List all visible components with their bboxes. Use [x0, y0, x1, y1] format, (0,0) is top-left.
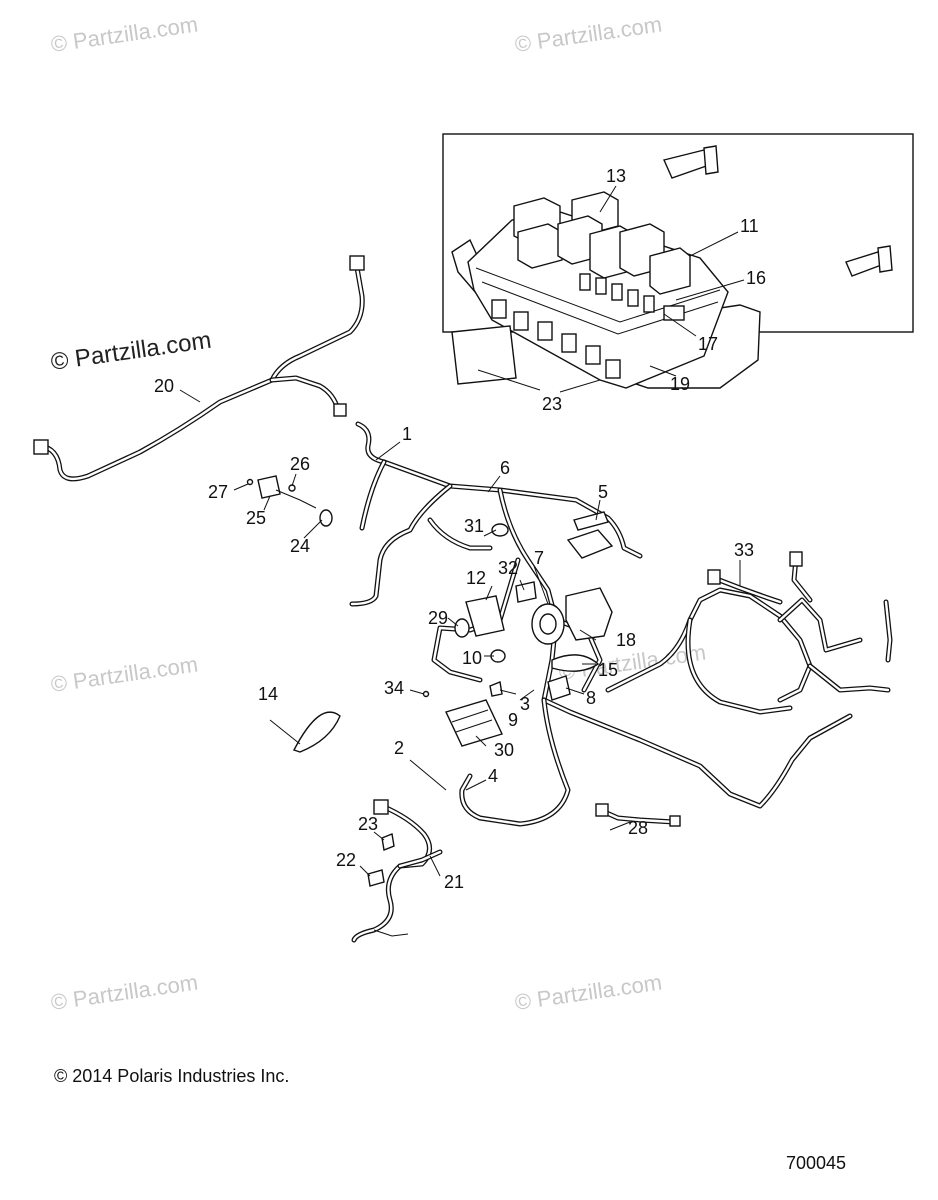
callout-2: 2: [394, 738, 404, 758]
watermark: © Partzilla.com: [513, 12, 663, 57]
callout-23-lower: 23: [358, 814, 378, 834]
harness-21: [351, 799, 443, 943]
fuse-row: [579, 273, 685, 321]
callout-11: 11: [740, 216, 759, 236]
callout-7: 7: [534, 548, 544, 568]
callout-8: 8: [586, 688, 596, 708]
watermark: © Partzilla.com: [49, 970, 199, 1015]
callout-28: 28: [628, 818, 648, 838]
callout-10: 10: [462, 648, 482, 668]
watermark: © Partzilla.com: [49, 652, 199, 697]
callout-20: 20: [154, 376, 174, 396]
callout-23-inset: 23: [542, 394, 562, 414]
callout-25: 25: [246, 508, 266, 528]
relay-12: [465, 595, 505, 637]
ecu-30: [445, 699, 503, 747]
components: [246, 475, 614, 887]
leader-lines: [179, 389, 741, 877]
callout-6: 6: [500, 458, 510, 478]
callout-19: 19: [670, 374, 690, 394]
callout-33: 33: [734, 540, 754, 560]
watermark: © Partzilla.com: [49, 12, 199, 57]
harness-20: [33, 255, 365, 482]
harness-33: [707, 551, 803, 605]
callout-1: 1: [402, 424, 412, 444]
callout-34: 34: [384, 678, 404, 698]
zip-tie-14: [293, 711, 341, 753]
callout-24: 24: [290, 536, 310, 556]
spare-block: [451, 325, 517, 385]
callout-4: 4: [488, 766, 498, 786]
callout-27: 27: [208, 482, 228, 502]
callout-26: 26: [290, 454, 310, 474]
callout-14: 14: [258, 684, 278, 704]
relay-group: [513, 191, 691, 295]
screw: [845, 245, 893, 277]
figure-number: 700045: [786, 1153, 847, 1173]
screw: [663, 145, 719, 179]
callout-labels: 1 2 3 4 5 6 7 8 9 10 11 12 13 14 15 16 1…: [154, 166, 766, 892]
callout-17: 17: [698, 334, 718, 354]
callout-12: 12: [466, 568, 486, 588]
callout-29: 29: [428, 608, 448, 628]
callout-32: 32: [498, 558, 518, 578]
callout-21: 21: [444, 872, 464, 892]
callout-31: 31: [464, 516, 484, 536]
callout-9: 9: [508, 710, 518, 730]
callout-13: 13: [606, 166, 626, 186]
callout-30: 30: [494, 740, 514, 760]
fuse-box-inset: [442, 133, 914, 393]
watermark: © Partzilla.com: [513, 970, 663, 1015]
callout-15: 15: [598, 660, 618, 680]
copyright-notice: © 2014 Polaris Industries Inc.: [54, 1066, 290, 1086]
connector-row: [491, 299, 621, 379]
callout-5: 5: [598, 482, 608, 502]
callout-3: 3: [520, 694, 530, 714]
harness-28: [595, 803, 681, 827]
watermarks: © Partzilla.com © Partzilla.com © Partzi…: [49, 12, 707, 1015]
module-5: [566, 529, 614, 559]
callout-18: 18: [616, 630, 636, 650]
callout-22: 22: [336, 850, 356, 870]
watermark: © Partzilla.com: [49, 327, 213, 376]
callout-16: 16: [746, 268, 766, 288]
